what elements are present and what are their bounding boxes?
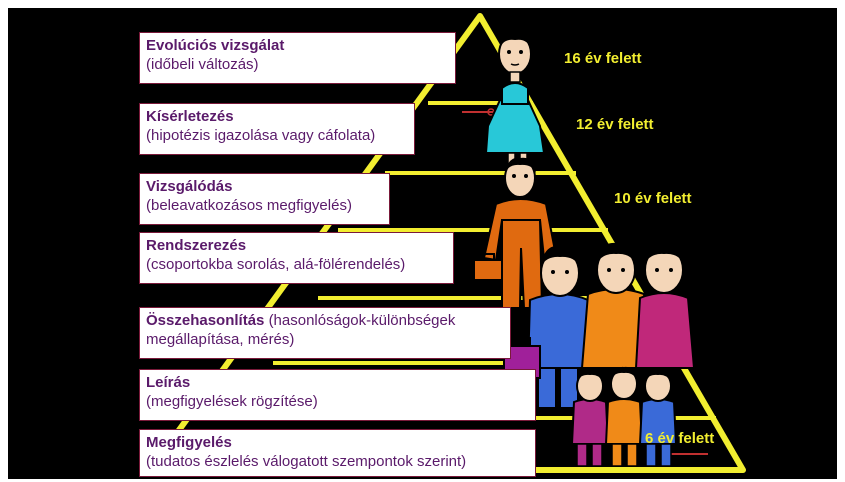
level-title: Vizsgálódás [146,178,233,195]
age-label-10: 10 év felett [614,190,692,207]
level-box-leiras: Leírás (megfigyelések rögzítése) [139,369,536,421]
level-desc: (megfigyelések rögzítése) [146,393,318,410]
level-title: Kísérletezés [146,108,234,125]
level-desc: (tudatos észlelés válogatott szempontok … [146,453,467,470]
age-label-16: 16 év felett [564,50,642,67]
level-title: Evolúciós vizsgálat [146,37,285,54]
level-title: Rendszerezés [146,237,247,254]
level-box-evolucios: Evolúciós vizsgálat (időbeli változás) [139,32,456,84]
figure-child-orange [604,366,644,467]
level-desc: (beleavatkozásos megfigyelés) [146,197,352,214]
level-desc: (időbeli változás) [146,56,259,73]
level-box-vizsgalodas: Vizsgálódás (beleavatkozásos megfigyelés… [139,173,390,225]
level-desc: (hipotézis igazolása vagy cáfolata) [146,127,376,144]
level-box-megfigyeles: Megfigyelés (tudatos észlelés válogatott… [139,429,536,477]
figure-child-blue [638,368,678,467]
figure-teen-man [473,157,558,309]
figure-adult-magenta [634,242,696,369]
age-label-12: 12 év felett [576,116,654,133]
figure-child-magenta [570,368,610,467]
level-box-rendszerezes: Rendszerezés (csoportokba sorolás, alá-f… [139,232,454,284]
level-desc-inline: (hasonlóságok-különbségek [268,312,456,329]
level-title: Megfigyelés [146,434,232,451]
level-desc: (csoportokba sorolás, alá-fölérendelés) [146,256,406,273]
level-desc: megállapítása, mérés) [146,331,295,348]
age-label-6: 6 év felett [645,430,715,447]
level-box-osszehasonlitas: Összehasonlítás (hasonlóságok-különbsége… [139,307,511,359]
level-title: Összehasonlítás [146,312,265,329]
level-box-kiserletezes: Kísérletezés (hipotézis igazolása vagy c… [139,103,415,155]
diagram-canvas: Evolúciós vizsgálat (időbeli változás) K… [8,8,837,479]
level-title: Leírás [146,374,191,391]
figure-adult-orange [580,242,652,369]
